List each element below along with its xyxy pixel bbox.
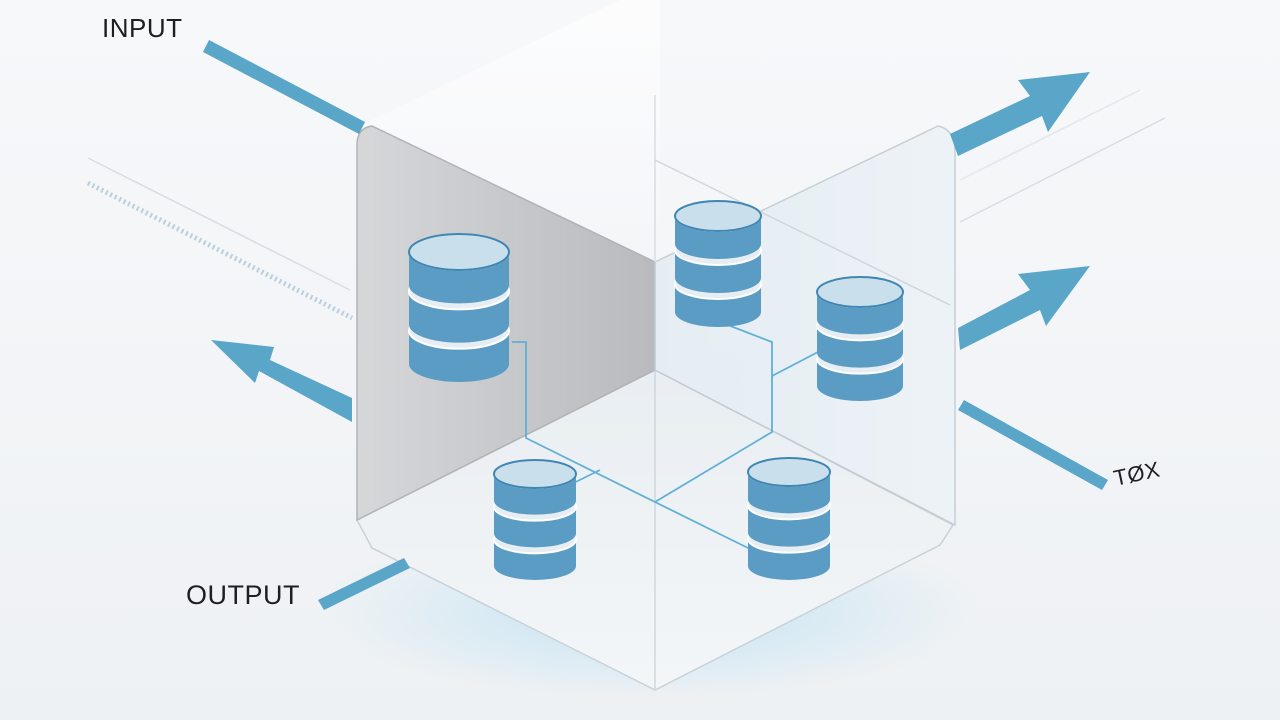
arrow-icon bbox=[211, 340, 352, 422]
database-icon bbox=[408, 233, 510, 382]
database-icon bbox=[674, 200, 762, 327]
light-beam bbox=[355, 0, 660, 260]
arrow-icon bbox=[958, 266, 1090, 350]
database-icon bbox=[747, 457, 831, 580]
database-icons bbox=[408, 200, 904, 580]
input-label: INPUT bbox=[102, 13, 183, 43]
database-icon bbox=[816, 276, 904, 401]
arrow-icon bbox=[318, 558, 410, 610]
arrow-icon bbox=[958, 400, 1108, 490]
database-icon bbox=[493, 459, 577, 580]
background-lines bbox=[87, 89, 1166, 291]
arrow-icon bbox=[203, 40, 365, 134]
arrow-icon bbox=[950, 72, 1090, 156]
output-label: OUTPUT bbox=[186, 580, 300, 610]
wall-seam bbox=[654, 159, 951, 306]
